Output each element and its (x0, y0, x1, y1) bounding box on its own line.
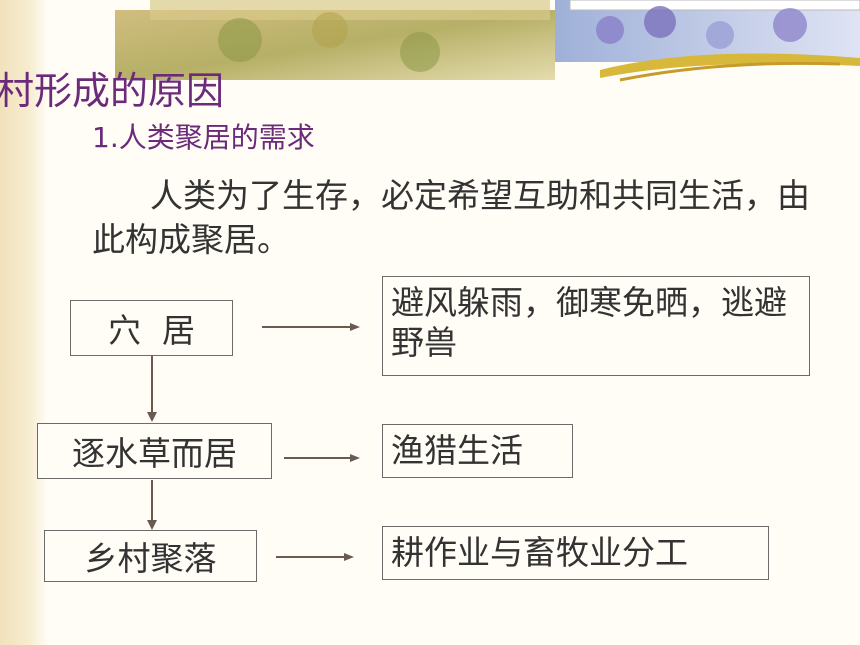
stage-label-cave: 穴 居 (108, 311, 195, 350)
stage-box-village: 乡村聚落 (44, 530, 257, 582)
page-title: 村形成的原因 (0, 69, 225, 113)
stage-label-nomadic: 逐水草而居 (72, 434, 237, 473)
stage-box-nomadic: 逐水草而居 (37, 423, 272, 479)
stage-box-cave: 穴 居 (70, 300, 233, 356)
result-text-village: 耕作业与畜牧业分工 (391, 533, 688, 572)
result-text-cave: 避风躲雨，御寒免晒，逃避野兽 (391, 283, 787, 362)
stage-label-village: 乡村聚落 (84, 539, 217, 578)
section-heading: 1.人类聚居的需求 (92, 121, 315, 154)
result-box-cave: 避风躲雨，御寒免晒，逃避野兽 (382, 276, 810, 376)
result-box-village: 耕作业与畜牧业分工 (382, 526, 769, 580)
left-decor-band (0, 0, 48, 645)
body-paragraph: 人类为了生存，必定希望互助和共同生活，由此构成聚居。 (92, 174, 812, 262)
header-floral-image (115, 0, 860, 82)
result-box-nomadic: 渔猎生活 (382, 424, 573, 478)
body-paragraph-text: 人类为了生存，必定希望互助和共同生活，由此构成聚居。 (92, 176, 810, 259)
result-text-nomadic: 渔猎生活 (391, 431, 523, 470)
